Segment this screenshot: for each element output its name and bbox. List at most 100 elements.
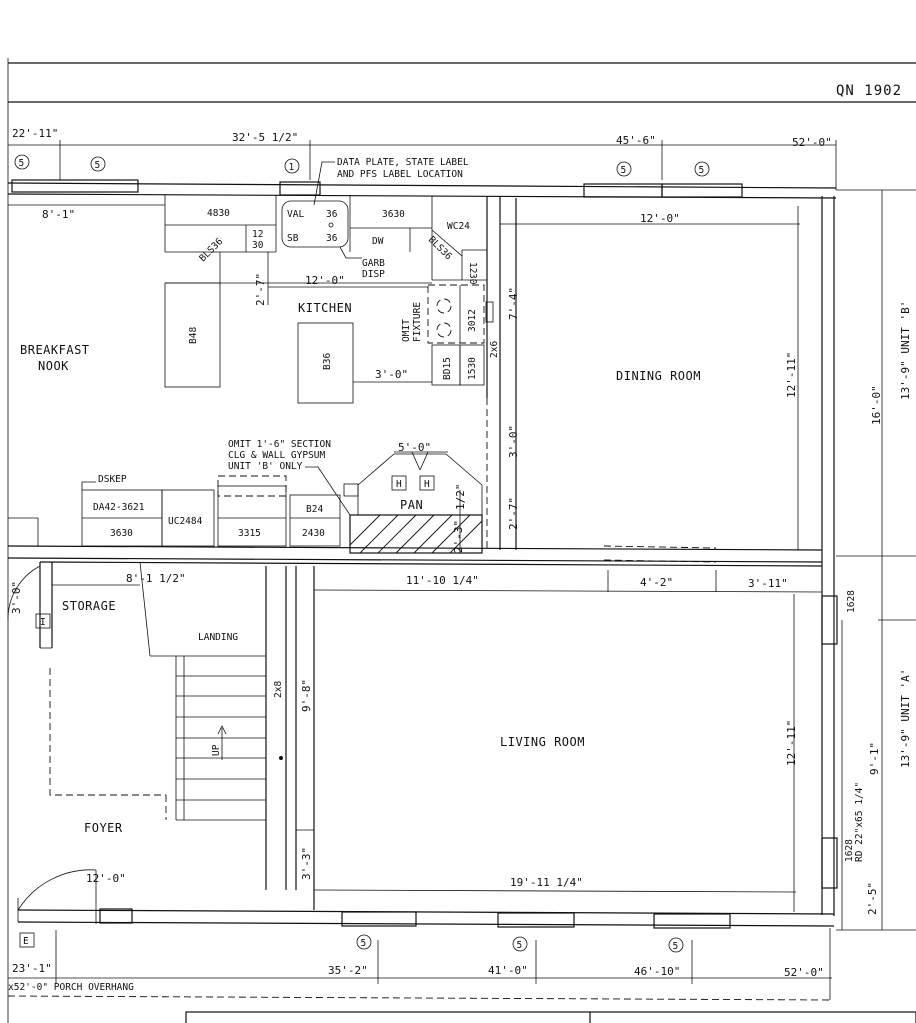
dim-2-5: 2'-5" bbox=[866, 882, 879, 915]
top-dim-2: 32'-5 1/2" bbox=[232, 131, 298, 144]
staircase bbox=[49, 566, 315, 910]
dim-9-8: 9'-8" bbox=[300, 679, 313, 712]
svg-text:5: 5 bbox=[19, 158, 25, 169]
omit-fixture-note: OMIT bbox=[401, 319, 412, 342]
marriage-line-wall bbox=[7, 517, 823, 567]
marker-i: I bbox=[40, 617, 46, 628]
sink-label-val: VAL bbox=[287, 209, 304, 220]
stair-up-label: UP bbox=[211, 744, 222, 756]
garbage-disposal-note-2: DISP bbox=[362, 269, 385, 280]
dim-3-11: 3'-11" bbox=[748, 577, 788, 590]
dim-12-0-foyer: 12'-0" bbox=[86, 872, 126, 885]
cabinet-wc24: WC24 bbox=[447, 221, 470, 232]
dim-3-0-kitchen: 3'-0" bbox=[375, 368, 408, 381]
dishwasher: DW bbox=[372, 236, 384, 247]
svg-text:5: 5 bbox=[621, 165, 627, 176]
marker-e-box bbox=[19, 932, 35, 948]
top-dim-3: 45'-6" bbox=[616, 134, 656, 147]
svg-text:5: 5 bbox=[361, 938, 367, 949]
unit-a-label: 13'-9" UNIT 'A' bbox=[899, 669, 912, 768]
dim-11-10: 11'-10 1/4" bbox=[406, 574, 479, 587]
omit-note-3: UNIT 'B' ONLY bbox=[228, 461, 303, 472]
cabinet-uc2484: UC2484 bbox=[168, 516, 203, 527]
dim-3-0-pantry: 3'-0" bbox=[507, 425, 520, 458]
top-dim-1: 22'-11" bbox=[12, 127, 58, 140]
cabinet-12-30: 30 bbox=[252, 240, 264, 251]
cabinet-b36: B36 bbox=[322, 353, 333, 370]
dim-5-0: 5'-0" bbox=[398, 441, 431, 454]
lower-cabinet-row bbox=[81, 475, 341, 547]
bottom-dim-2: 35'-2" bbox=[328, 964, 368, 977]
cabinet-3315: 3315 bbox=[238, 528, 261, 539]
stud-2x8: 2x8 bbox=[273, 681, 284, 698]
range-fixture bbox=[427, 284, 494, 386]
cabinet-12-30: 30 bbox=[467, 273, 478, 285]
rd-note: RD 22"x65 1/4" bbox=[854, 782, 865, 862]
dim-9-1: 9'-1" bbox=[868, 742, 881, 775]
window-marker: 5 bbox=[694, 161, 710, 177]
room-foyer: FOYER bbox=[84, 821, 123, 835]
cabinet-bls36: BLS36 bbox=[426, 234, 454, 262]
porch-note: x52'-0" PORCH OVERHANG bbox=[8, 982, 134, 993]
data-plate-note-2: AND PFS LABEL LOCATION bbox=[337, 169, 463, 180]
svg-text:5: 5 bbox=[699, 165, 705, 176]
data-plate-marker: 1 bbox=[284, 158, 300, 174]
dim-7-4: 7'-4" bbox=[507, 287, 520, 320]
cabinet-3630: 3630 bbox=[382, 209, 405, 220]
sink-size: 36 bbox=[326, 209, 338, 220]
marker-e: E bbox=[23, 936, 29, 947]
bottom-dim-1: 23'-1" bbox=[12, 962, 52, 975]
window-1628: 1628 bbox=[846, 590, 857, 613]
window-1628: 1628 bbox=[844, 839, 855, 862]
data-plate-note-1: DATA PLATE, STATE LABEL bbox=[337, 157, 469, 168]
sink-size: 36 bbox=[326, 233, 338, 244]
sink-label-sb: SB bbox=[287, 233, 299, 244]
bottom-dim-5: 52'-0" bbox=[784, 966, 824, 979]
window-marker: 5 bbox=[90, 156, 106, 172]
dim-8-1-half: 8'-1 1/2" bbox=[126, 572, 186, 585]
room-storage: STORAGE bbox=[62, 599, 116, 613]
room-kitchen: KITCHEN bbox=[298, 301, 352, 315]
cabinet-b24: B24 bbox=[306, 504, 323, 515]
cabinet-bls36: BLS36 bbox=[197, 236, 225, 264]
kitchen-dimension bbox=[267, 252, 428, 305]
exterior-walls bbox=[7, 179, 838, 929]
svg-text:5: 5 bbox=[673, 941, 679, 952]
dskep-label: DSKEP bbox=[98, 474, 127, 485]
cabinet-b48: B48 bbox=[188, 327, 199, 344]
window-marker: 5 bbox=[512, 936, 528, 952]
omit-note-1: OMIT 1'-6" SECTION bbox=[228, 439, 331, 450]
island-b36 bbox=[297, 322, 354, 404]
dim-19-11: 19'-11 1/4" bbox=[510, 876, 583, 889]
pantry-shelf-h: H bbox=[396, 479, 402, 490]
bottom-dim-4: 46'-10" bbox=[634, 965, 680, 978]
garbage-disposal-note-1: GARB bbox=[362, 258, 385, 269]
cabinet-2430: 2430 bbox=[302, 528, 325, 539]
top-dimension-line bbox=[8, 140, 837, 190]
top-dim-4: 52'-0" bbox=[792, 136, 832, 149]
svg-text:1: 1 bbox=[289, 162, 295, 173]
cabinet-3012: 3012 bbox=[467, 309, 478, 332]
pantry bbox=[343, 451, 483, 554]
dim-12-0-kitchen: 12'-0" bbox=[305, 274, 345, 287]
svg-text:5: 5 bbox=[517, 940, 523, 951]
entry-door bbox=[17, 869, 97, 924]
dim-16-0: 16'-0" bbox=[870, 385, 883, 425]
cabinet-12-30: 12 bbox=[467, 262, 478, 273]
svg-text:5: 5 bbox=[95, 160, 101, 171]
dim-8-1: 8'-1" bbox=[42, 208, 75, 221]
stair-landing: LANDING bbox=[198, 632, 238, 643]
room-living: LIVING ROOM bbox=[500, 735, 585, 749]
cabinet-12-30: 12 bbox=[252, 229, 263, 240]
room-breakfast-nook: NOOK bbox=[38, 359, 69, 373]
storage-room bbox=[7, 561, 151, 657]
cabinet-bd15: BD15 bbox=[442, 357, 453, 380]
cabinet-4830: 4830 bbox=[207, 208, 230, 219]
cabinet-1530: 1530 bbox=[467, 357, 478, 380]
window-marker: 5 bbox=[356, 934, 372, 950]
dim-12-11-living: 12'-11" bbox=[785, 720, 798, 766]
dim-3-0-storage: 3'-0" bbox=[10, 581, 23, 614]
omit-note-2: CLG & WALL GYPSUM bbox=[228, 450, 326, 461]
dim-12-11-dining: 12'-11" bbox=[785, 352, 798, 398]
